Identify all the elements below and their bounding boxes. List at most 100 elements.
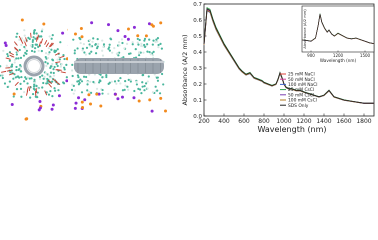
water-molecule xyxy=(96,45,99,48)
water-molecule xyxy=(33,81,36,84)
water-molecule xyxy=(146,87,149,90)
water-molecule xyxy=(84,53,87,56)
water-molecule xyxy=(72,38,75,41)
water-molecule xyxy=(146,43,149,46)
water-molecule xyxy=(115,82,118,85)
ion xyxy=(83,98,87,102)
surfactant-chain xyxy=(37,34,39,40)
y-tick-label: 0.1 xyxy=(193,98,202,104)
x-tick-label: 1600 xyxy=(336,118,351,125)
water-molecule xyxy=(162,83,165,86)
water-molecule xyxy=(136,41,139,44)
surfactant-chain xyxy=(1,70,7,73)
inset-x-tick-label: 1200 xyxy=(333,53,344,58)
water-molecule xyxy=(146,80,149,83)
water-molecule xyxy=(127,78,130,82)
water-molecule xyxy=(127,88,130,91)
water-molecule xyxy=(24,76,27,79)
water-molecule xyxy=(155,76,158,79)
ion xyxy=(150,109,154,113)
surfactant-chain xyxy=(48,83,52,88)
water-molecule xyxy=(80,91,84,94)
water-molecule xyxy=(23,91,26,94)
water-molecule xyxy=(0,74,2,77)
water-molecule xyxy=(32,31,36,34)
water-molecule xyxy=(37,45,40,48)
water-molecule xyxy=(109,38,113,41)
water-molecule xyxy=(52,74,56,77)
water-molecule xyxy=(101,88,104,92)
water-molecule xyxy=(143,39,146,42)
water-molecule xyxy=(23,29,26,32)
water-molecule xyxy=(92,37,95,40)
water-molecule xyxy=(96,37,99,41)
water-molecule xyxy=(71,63,74,66)
water-molecule xyxy=(53,65,56,69)
water-molecule xyxy=(47,53,50,56)
water-molecule xyxy=(156,79,160,82)
ion xyxy=(120,95,124,99)
ion xyxy=(150,23,154,27)
water-molecule xyxy=(143,45,147,49)
ion xyxy=(147,22,151,26)
series-lines xyxy=(203,7,374,104)
water-molecule xyxy=(62,53,65,57)
water-molecule xyxy=(143,85,146,88)
surfactant-chain xyxy=(8,72,14,76)
water-molecule xyxy=(110,80,113,83)
water-molecule xyxy=(133,89,136,93)
water-molecule xyxy=(102,45,105,49)
water-molecule xyxy=(134,47,137,51)
ion xyxy=(73,32,77,36)
water-molecule xyxy=(160,72,164,76)
surfactant-chain xyxy=(30,32,32,38)
water-molecule xyxy=(88,43,91,46)
water-molecule xyxy=(34,47,37,50)
water-molecule xyxy=(135,83,138,86)
water-molecule xyxy=(48,35,51,38)
water-molecule xyxy=(40,49,43,53)
water-molecule xyxy=(107,92,110,96)
water-molecule xyxy=(15,35,18,38)
water-molecule xyxy=(131,43,134,46)
water-molecule xyxy=(63,57,66,61)
water-molecule xyxy=(56,58,59,61)
water-molecule xyxy=(25,49,28,52)
water-molecule xyxy=(82,42,85,46)
water-molecule xyxy=(85,46,89,49)
surfactant-chain xyxy=(40,38,44,44)
water-molecule xyxy=(44,72,47,75)
water-molecule xyxy=(31,43,34,47)
water-molecule xyxy=(119,76,122,80)
water-molecule xyxy=(83,51,86,54)
water-molecule xyxy=(1,73,4,76)
water-molecule xyxy=(18,48,21,52)
water-molecule xyxy=(90,91,93,94)
water-molecule xyxy=(94,52,98,55)
water-molecule xyxy=(88,73,91,76)
water-molecule xyxy=(51,80,54,83)
water-molecule xyxy=(73,89,76,92)
surfactant-chain xyxy=(9,52,14,56)
water-molecule xyxy=(16,32,19,35)
water-molecule xyxy=(101,76,104,79)
water-molecule xyxy=(118,44,121,47)
water-molecule xyxy=(36,91,39,94)
water-molecule xyxy=(50,48,53,51)
water-molecule xyxy=(86,89,89,92)
surfactant-chain xyxy=(20,39,24,44)
water-molecule xyxy=(15,69,18,72)
legend-label: 50 mM NaCl xyxy=(288,77,315,83)
water-molecule xyxy=(88,39,91,42)
y-tick-label: 0.2 xyxy=(193,82,202,88)
water-molecule xyxy=(45,82,48,85)
y-tick-label: 0.4 xyxy=(193,50,202,56)
water-molecule xyxy=(40,30,43,33)
surfactant-chain xyxy=(9,54,15,58)
water-molecule xyxy=(141,74,144,77)
water-molecule xyxy=(158,92,162,95)
ion xyxy=(90,21,94,25)
ion xyxy=(126,37,130,41)
water-molecule xyxy=(137,87,140,90)
surfactant-chain xyxy=(44,40,48,45)
